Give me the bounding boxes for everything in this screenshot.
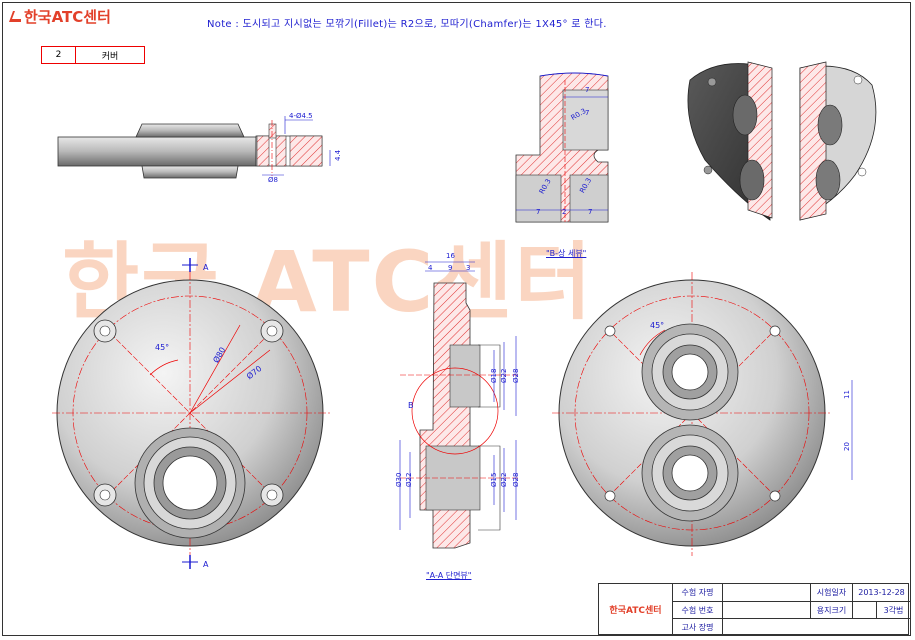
hole-callout: 4-Ø4.5 [289, 112, 313, 120]
title-block-date-value: 2013-12-28 [853, 584, 910, 602]
back-dim-11: 11 [843, 390, 851, 399]
section-marker-bottom: A [203, 560, 209, 569]
back-view: 45° 11 20 [552, 272, 853, 556]
section-view-caption: "A-A 단면뷰" [426, 571, 472, 580]
dia-8-label: Ø8 [268, 176, 278, 184]
aa-left-22: Ø22 [405, 473, 413, 487]
side-view: 4-Ø4.5 Ø8 4.4 [57, 112, 342, 184]
detail-view-caption: "B-상 세뷰" [546, 249, 587, 258]
aa-lower-15: Ø15 [490, 473, 498, 487]
title-block-row1-label: 수험 자명 [673, 584, 723, 602]
isometric-section-views [687, 61, 877, 221]
aa-upper-28: Ø28 [512, 369, 520, 383]
title-block-row2-value [723, 602, 811, 619]
company-logo: 한국ATC센터 [8, 6, 111, 27]
title-block-row3-label: 고사 장명 [673, 619, 723, 636]
title-block-paper-label: 용지크기 [811, 602, 853, 619]
part-name: 커버 [101, 51, 119, 62]
aa-dim-4: 4 [428, 264, 433, 272]
part-number: 2 [42, 47, 76, 63]
section-marker-top: A [203, 263, 209, 272]
logo-text: 한국ATC센터 [24, 8, 111, 26]
aa-lower-28: Ø28 [512, 473, 520, 487]
detail-view-b: 7 7 7 2 7 R0.3 R0.3 R0.3 [515, 72, 609, 223]
aa-upper-22: Ø22 [500, 369, 508, 383]
title-block-logo: 한국ATC센터 [599, 584, 673, 636]
title-block-row2-label: 수험 번호 [673, 602, 723, 619]
title-block-row1-value [723, 584, 811, 602]
title-block: 한국ATC센터 수험 자명 시험일자 2013-12-28 수험 번호 용지크기… [598, 583, 910, 636]
logo-mark-icon [9, 11, 21, 22]
front-view: 45° Ø80 Ø70 A A [52, 258, 330, 569]
aa-left-30: Ø30 [395, 473, 403, 487]
drawing-note: Note : 도시되고 지시없는 모깎기(Fillet)는 R2으로, 모따기(… [207, 19, 607, 30]
aa-dim-9: 9 [448, 264, 452, 272]
title-block-angle-label: 3각법 [877, 602, 910, 619]
thickness-label: 4.4 [334, 149, 342, 161]
aa-dim-3: 3 [466, 264, 470, 272]
aa-dim-16: 16 [446, 252, 455, 260]
detail-dim-3: 2 [562, 208, 566, 216]
detail-dim-4: 7 [588, 208, 592, 216]
aa-lower-22: Ø22 [500, 473, 508, 487]
detail-dim-2: 7 [536, 208, 540, 216]
title-block-paper-value [853, 602, 877, 619]
title-block-date-label: 시험일자 [811, 584, 853, 602]
detail-dim-1: 7 [585, 109, 589, 117]
title-block-row3-value [723, 619, 910, 636]
back-angle-label: 45° [650, 321, 664, 330]
front-angle-label: 45° [155, 343, 169, 352]
aa-upper-18: Ø18 [490, 369, 498, 383]
detail-marker-b: B [408, 401, 414, 410]
detail-dim-0: 7 [585, 86, 589, 94]
part-label-box: 2 커버 [41, 46, 145, 64]
section-view-aa: 16 4 9 3 Ø18 Ø22 Ø28 Ø15 Ø22 Ø28 Ø30 Ø22… [395, 252, 520, 549]
back-dim-20: 20 [843, 442, 851, 451]
